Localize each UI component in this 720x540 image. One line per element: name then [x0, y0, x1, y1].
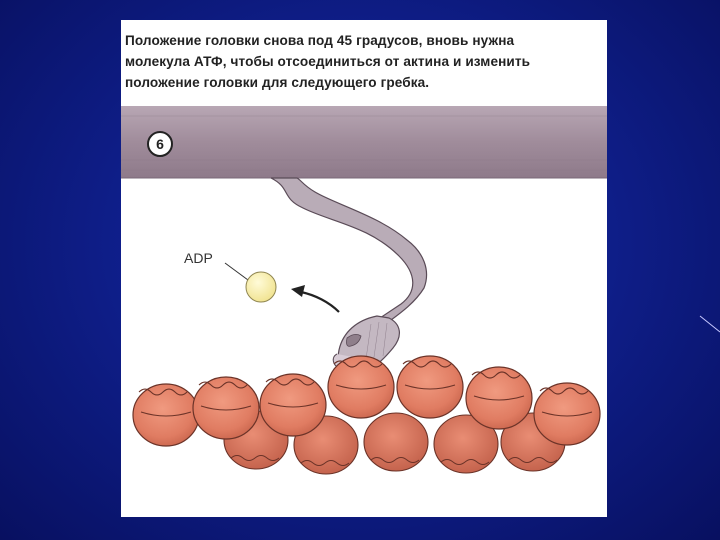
actin-bead [465, 366, 533, 430]
adp-ball [245, 271, 277, 303]
actin-bead [363, 412, 429, 472]
actin-bead [433, 414, 499, 474]
adp-pointer [224, 262, 249, 281]
actin-bead [259, 373, 327, 437]
slide-caption: Положение головки снова под 45 градусов,… [125, 30, 603, 93]
actin-bead [327, 355, 395, 419]
filament-texture [121, 115, 607, 171]
actin-front-row-ridges [138, 360, 593, 417]
step-number: 6 [156, 136, 164, 152]
caption-line-2: молекула АТФ, чтобы отсоединиться от акт… [125, 54, 531, 69]
adp-label: ADP [184, 250, 213, 266]
slide-card: 6 [121, 20, 607, 517]
curved-arrow-icon [291, 285, 340, 313]
myosin-actin-diagram: 6 [121, 106, 607, 475]
actin-back-row-ridges [230, 455, 558, 466]
actin-front-row [132, 355, 601, 447]
caption-line-1: Положение головки снова под 45 градусов,… [125, 33, 515, 48]
actin-bead [533, 382, 601, 446]
myosin-head [270, 177, 428, 374]
caption-line-3: положение головки для следующего гребка. [125, 75, 430, 90]
actin-bead [192, 376, 260, 440]
myosin-filament [121, 106, 607, 178]
actin-bead [396, 355, 464, 419]
step-badge: 6 [147, 131, 173, 157]
actin-bead [132, 383, 200, 447]
